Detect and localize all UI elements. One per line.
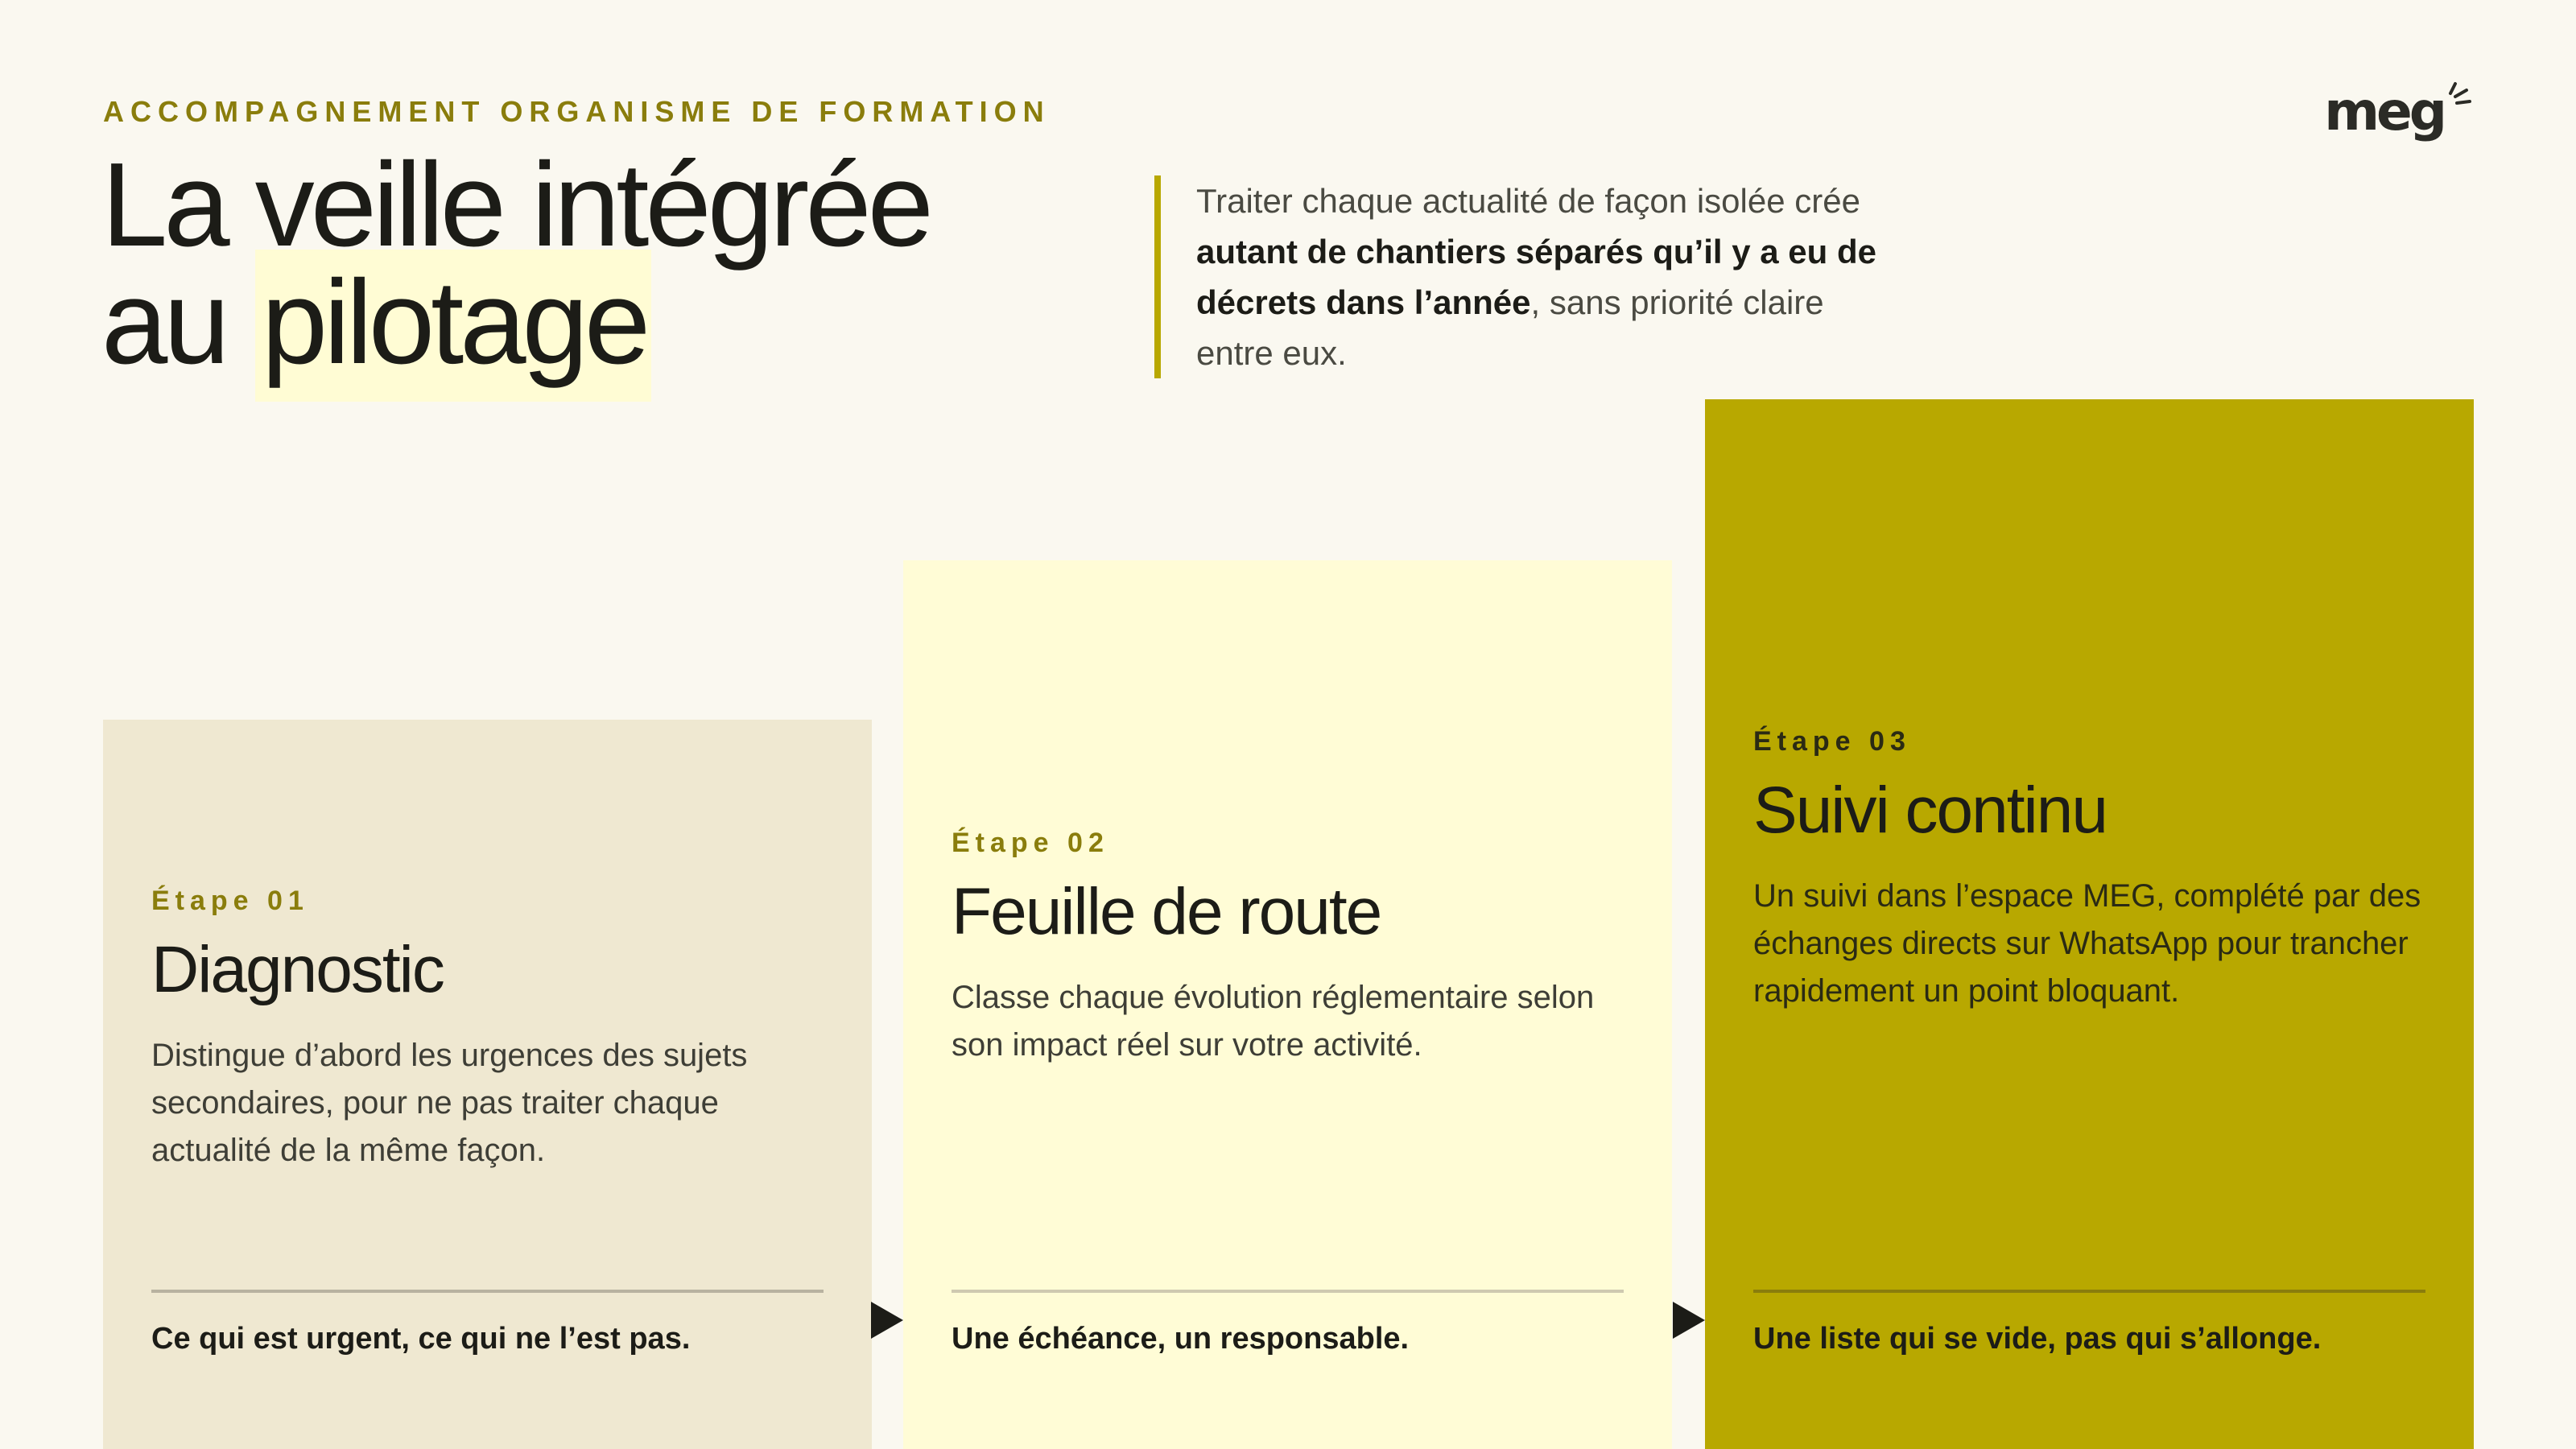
title-highlight: pilotage [254, 250, 652, 402]
step-tagline: Ce qui est urgent, ce qui ne l’est pas. [151, 1322, 691, 1356]
step-tagline: Une liste qui se vide, pas qui s’allonge… [1753, 1322, 2322, 1356]
eyebrow-label: ACCOMPAGNEMENT ORGANISME DE FORMATION [103, 95, 1051, 128]
intro-text-start: Traiter chaque actualité de façon isolée… [1196, 182, 1860, 220]
step-title: Suivi continu [1753, 774, 2108, 847]
intro-text-bold: autant de chantiers séparés qu’il y a eu… [1196, 233, 1876, 321]
meg-logo: meg [2324, 80, 2473, 142]
logo-wordmark: meg [2324, 80, 2447, 142]
step-title: Feuille de route [952, 875, 1382, 948]
arrow-right-icon [871, 1302, 903, 1339]
step-label: Étape 03 [1753, 726, 1911, 757]
intro-text-end: , sans priorité claire entre eux. [1196, 283, 1824, 372]
page-title: La veille intégrée au pilotage [101, 138, 934, 402]
step-description: Classe chaque évolution réglementaire se… [952, 980, 1595, 1063]
step-divider [151, 1290, 824, 1293]
step-card-1: Étape 01 Diagnostic Distingue d’abord le… [103, 720, 872, 1449]
step-title: Diagnostic [151, 933, 445, 1006]
intro-quote: Traiter chaque actualité de façon isolée… [1154, 175, 1889, 378]
step-tagline: Une échéance, un responsable. [952, 1322, 1410, 1356]
arrow-right-icon [1673, 1302, 1705, 1339]
spark-icon [2449, 82, 2471, 105]
step-label: Étape 01 [151, 886, 309, 916]
step-card-3: Étape 03 Suivi continu Un suivi dans l’e… [1705, 399, 2474, 1449]
title-line-1: La veille intégrée [101, 138, 934, 271]
title-plain-text: au [101, 256, 255, 389]
step-description: Distingue d’abord les urgences des sujet… [151, 1038, 748, 1168]
step-description: Un suivi dans l’espace MEG, complété par… [1753, 878, 2421, 1009]
step-label: Étape 02 [952, 828, 1109, 858]
title-line-2: au pilotage [101, 250, 930, 402]
step-divider [1753, 1290, 2425, 1293]
step-divider [952, 1290, 1624, 1293]
step-card-2: Étape 02 Feuille de route Classe chaque … [903, 560, 1672, 1449]
